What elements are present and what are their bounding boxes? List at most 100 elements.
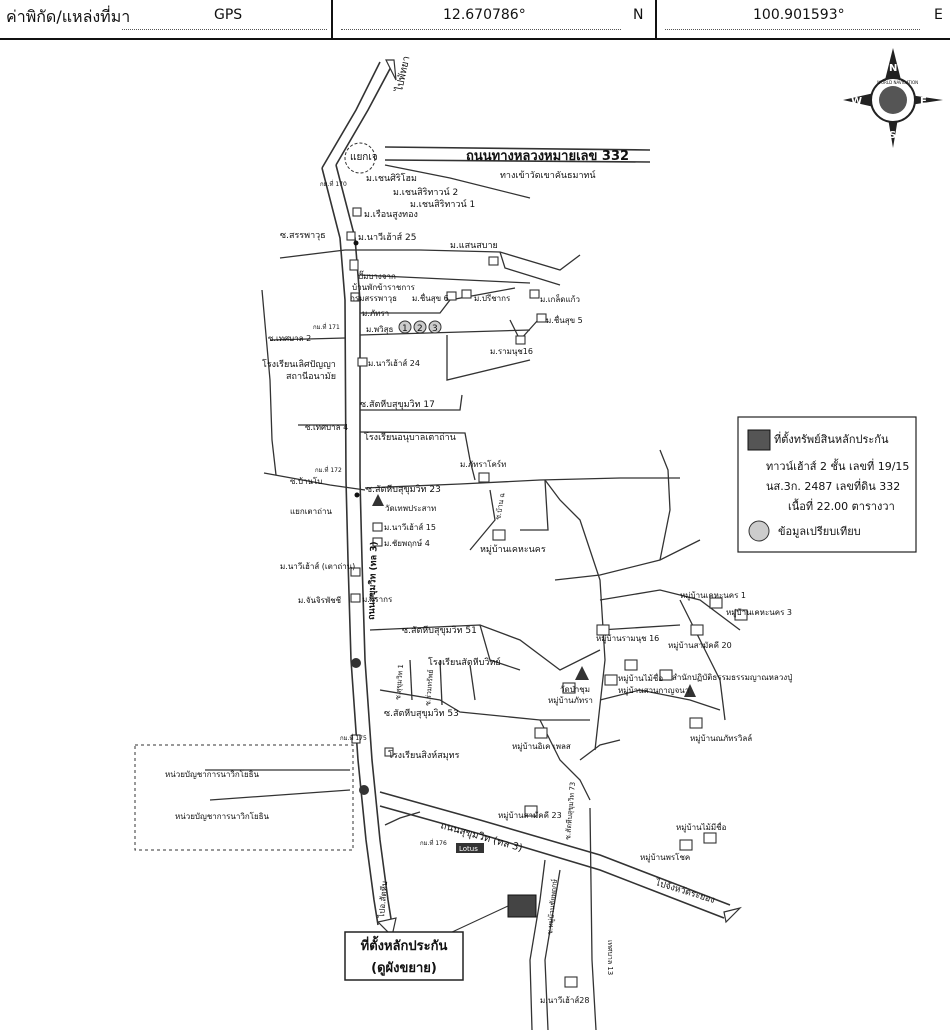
label-kheha: หมู่บ้านเคหะนคร bbox=[480, 544, 546, 555]
header-border bbox=[0, 38, 950, 40]
callout-line-2: (ดูผังขยาย) bbox=[371, 961, 437, 976]
label-km176: กม.ที่ 176 bbox=[420, 839, 447, 847]
soi-53 bbox=[379, 689, 590, 721]
kheha-north bbox=[554, 539, 701, 581]
label-rest-house: บ้านพักข้าราชการ bbox=[352, 283, 416, 292]
lotus-label: Lotus bbox=[459, 845, 478, 853]
fuel-icon bbox=[351, 658, 361, 668]
label-school-sing: โรงเรียนสิงห์สมุทร bbox=[388, 749, 460, 761]
road-network bbox=[205, 61, 741, 1031]
dhamma-road bbox=[679, 599, 726, 721]
soi-v1 bbox=[409, 659, 413, 701]
label-navy-1: หน่วยบัญชาการนาวิกโยธิน bbox=[165, 769, 260, 779]
arrow-rayong-icon bbox=[723, 906, 742, 924]
house-icon bbox=[564, 976, 578, 988]
house-icon bbox=[492, 529, 506, 541]
label-pricha: ม.ปรีชากร bbox=[474, 294, 511, 303]
label-soi-73: ซ.สัตหีบสุขุมวิท 73 bbox=[564, 781, 577, 840]
km176-spur bbox=[384, 811, 421, 826]
label-soi-23: ซ.สัตหีบสุขุมวิท 23 bbox=[366, 484, 441, 495]
house-icon bbox=[346, 231, 356, 241]
label-soi-53: ซ.สัตหีบสุขุมวิท 53 bbox=[384, 708, 459, 719]
label-kaeng-taothan: แยกเตาถ่าน bbox=[290, 507, 332, 516]
label-wat-thep: วัดเทพประสาท bbox=[385, 504, 436, 513]
label-gas-station: ปั๊มบางจาก bbox=[358, 270, 396, 281]
label-ramanut-16b: หมู่บ้านรามนุช 16 bbox=[596, 634, 659, 644]
coordinate-label: ค่าพิกัด/แหล่งที่มา bbox=[6, 7, 131, 26]
soi-17 bbox=[360, 394, 463, 411]
source-value: GPS bbox=[214, 7, 243, 23]
callout-line-1: ที่ตั้งหลักประกัน bbox=[361, 935, 448, 954]
label-to-rayong: ไปจังหวัดระยอง bbox=[653, 877, 716, 906]
marker-circle-3 bbox=[428, 320, 442, 334]
house-icon bbox=[352, 207, 362, 217]
temple-icon bbox=[684, 684, 696, 697]
label-ruenthong: ม.เรือนสูงทอง bbox=[364, 209, 418, 220]
longitude-cell: 100.901593° E bbox=[657, 0, 950, 38]
label-nari-25: ม.นาวีเฮ้าส์ 25 bbox=[358, 231, 416, 243]
soi-lang-edge bbox=[544, 869, 561, 1031]
location-map: 1 2 3 bbox=[134, 48, 943, 1031]
sukhumvit-road-south-edge bbox=[379, 805, 725, 919]
label-chai-4: ม.ชัยพฤกษ์ 4 bbox=[384, 538, 430, 548]
label-km175: กม.ที่ 175 bbox=[340, 734, 367, 742]
label-baan-mai: หมู่บ้านไม้ชื่อ bbox=[618, 672, 663, 684]
north-east-branch bbox=[659, 449, 671, 561]
road-to-pattaya bbox=[335, 64, 393, 166]
label-dhamma: สำนักปฏิบัติธรรมธรรมญาณหลวงปู่ bbox=[672, 673, 792, 683]
label-soi-v1: ซ.สุขุมวิท 1 bbox=[394, 664, 405, 700]
kheha-road bbox=[520, 479, 549, 531]
house-icon bbox=[372, 522, 383, 532]
house-icon bbox=[624, 659, 638, 671]
legend-comparable-swatch bbox=[748, 520, 770, 542]
kheha-branch bbox=[469, 489, 496, 551]
compass-e: E bbox=[920, 96, 927, 107]
label-soi-bayan: ซ.บ้านโบ bbox=[290, 476, 322, 486]
junction-dot bbox=[353, 240, 359, 246]
soi-73 bbox=[539, 719, 591, 801]
house-icon bbox=[350, 593, 361, 603]
label-highway-332: ถนนทางหลวงหมายเลข 332 bbox=[466, 149, 629, 164]
arsenal-road bbox=[359, 274, 531, 284]
callout-pointer bbox=[449, 905, 509, 934]
label-school-anuban: โรงเรียนอนุบาลเตาถ่าน bbox=[364, 432, 456, 443]
collateral-location-marker bbox=[507, 894, 537, 918]
ramanut-loop bbox=[446, 335, 531, 381]
temple-access-road bbox=[384, 164, 531, 199]
chuensuk-road bbox=[360, 287, 516, 314]
dotted-underline bbox=[122, 29, 327, 30]
house-icon bbox=[351, 734, 361, 744]
label-soi-51: ซ.สัตหีบสุขุมวิท 51 bbox=[402, 625, 477, 636]
label-soi-17: ซ.สัตหีบสุขุมวิท 17 bbox=[360, 399, 435, 410]
fuel-icon bbox=[359, 785, 369, 795]
kheha1-road bbox=[599, 589, 741, 631]
label-baan-maisue: หมู่บ้านไม้มีชื่อ bbox=[676, 821, 727, 833]
label-phattra-court: ม.ภัทราโคร์ท bbox=[460, 459, 506, 469]
house-icon bbox=[703, 832, 717, 844]
label-km171: กม.ที่ 171 bbox=[313, 323, 340, 331]
label-km172: กม.ที่ 172 bbox=[315, 466, 342, 474]
house-icon bbox=[357, 357, 368, 367]
map-labels: ไปพัทยา ถนนทางหลวงหมายเลข 332 ทางเข้าวัด… bbox=[165, 55, 792, 1005]
house-icon bbox=[515, 335, 526, 345]
label-baan-phatra: หมู่บ้านภัทรา bbox=[548, 696, 593, 706]
label-chensiri-1: ม.เชนสิริทาวน์ 1 bbox=[410, 198, 475, 210]
label-nari-15: ม.นาวีเฮ้าส์ 15 bbox=[384, 522, 436, 532]
junction-circle bbox=[344, 142, 376, 174]
sukhumvit-road-south bbox=[379, 791, 731, 906]
legend-collateral-label: ที่ตั้งทรัพย์สินหลักประกัน bbox=[774, 431, 889, 446]
soi-51 bbox=[369, 624, 601, 671]
house-icon bbox=[384, 747, 394, 757]
label-baan-phon: หมู่บ้านพรโชค bbox=[640, 852, 690, 863]
legend-collateral-swatch bbox=[747, 429, 771, 451]
house-icon bbox=[679, 839, 693, 851]
label-baan-na: หมู่บ้านณภัทรวิลล์ bbox=[690, 733, 752, 744]
west-loop-road bbox=[261, 289, 277, 476]
label-thetsaban-13: เทศบาล 13 bbox=[606, 940, 614, 975]
latitude-direction: N bbox=[633, 7, 644, 23]
temple-icon bbox=[372, 494, 384, 506]
navy-road-2 bbox=[209, 789, 351, 801]
longitude-value: 100.901593° bbox=[753, 7, 845, 23]
label-samakkhi-20: หมู่บ้านสามัคคี 20 bbox=[668, 641, 732, 651]
soi-bayan bbox=[263, 472, 366, 491]
